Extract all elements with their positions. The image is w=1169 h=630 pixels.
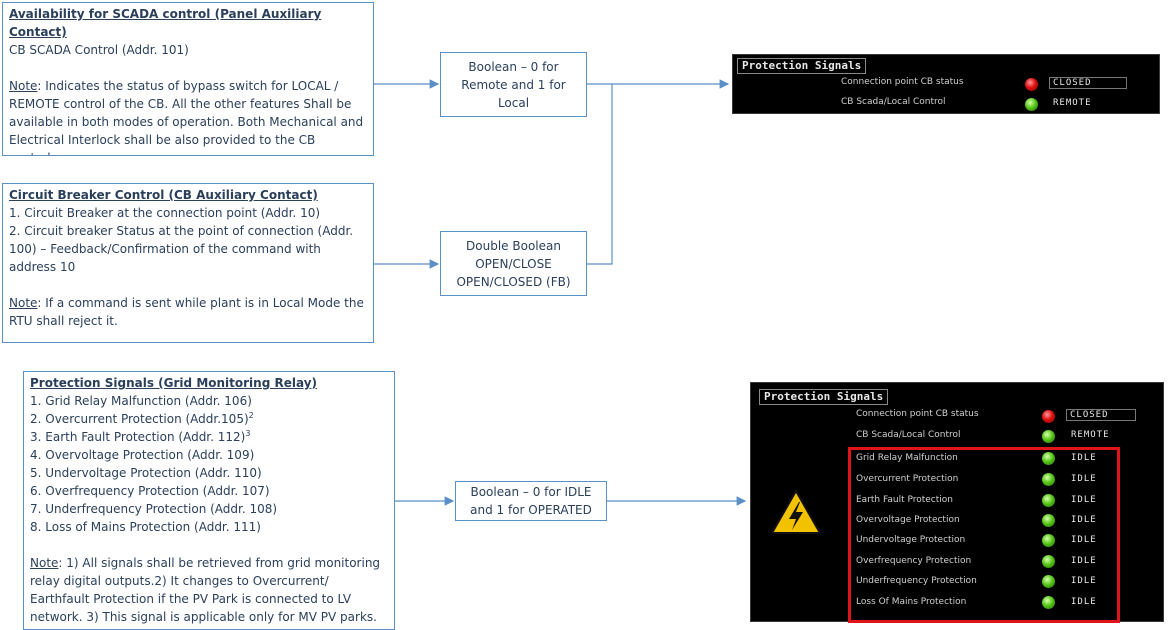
row-value: IDLE xyxy=(1071,495,1097,505)
row-value: IDLE xyxy=(1071,474,1097,484)
row-value: IDLE xyxy=(1071,597,1097,607)
status-led-green-icon xyxy=(1042,575,1055,588)
cb-control-box: Circuit Breaker Control (CB Auxiliary Co… xyxy=(2,183,374,343)
protection-signals-title: Protection Signals (Grid Monitoring Rela… xyxy=(30,376,318,390)
scada-availability-box: Availability for SCADA control (Panel Au… xyxy=(2,2,374,156)
boolean-idle-operated-box: Boolean – 0 for IDLE and 1 for OPERATED xyxy=(455,481,607,521)
panel-row: Loss Of Mains Protection xyxy=(856,597,966,607)
row-value: CLOSED xyxy=(1066,409,1136,421)
panel-row: Earth Fault Protection xyxy=(856,495,953,505)
row-value: IDLE xyxy=(1071,453,1097,463)
status-led-green-icon xyxy=(1042,494,1055,507)
cb-control-note: Note: If a command is sent while plant i… xyxy=(9,294,367,330)
boolean-remote-local-box: Boolean – 0 for Remote and 1 for Local xyxy=(440,52,587,117)
note-text: : 1) All signals shall be retrieved from… xyxy=(30,556,381,624)
protection-item: 8. Loss of Mains Protection (Addr. 111) xyxy=(30,520,261,534)
row-label: Overfrequency Protection xyxy=(856,556,972,566)
protection-item: 6. Overfrequency Protection (Addr. 107) xyxy=(30,484,270,498)
row-value: IDLE xyxy=(1071,556,1097,566)
double-boolean-box: Double Boolean OPEN/CLOSE OPEN/CLOSED (F… xyxy=(440,231,587,296)
row-label: Underfrequency Protection xyxy=(856,576,977,586)
cb-control-title: Circuit Breaker Control (CB Auxiliary Co… xyxy=(9,188,318,202)
open-close-line: OPEN/CLOSE xyxy=(475,256,552,271)
protection-item: 3. Earth Fault Protection (Addr. 112)3 xyxy=(30,428,388,446)
row-value: REMOTE xyxy=(1071,430,1110,440)
panel-row: Connection point CB status xyxy=(856,409,979,419)
protection-item: 4. Overvoltage Protection (Addr. 109) xyxy=(30,448,255,462)
row-value: CLOSED xyxy=(1049,77,1127,89)
protection-note: Note: 1) All signals shall be retrieved … xyxy=(30,554,388,626)
row-value: IDLE xyxy=(1071,576,1097,586)
status-led-green-icon xyxy=(1025,98,1038,111)
status-led-green-icon xyxy=(1042,473,1055,486)
high-voltage-warning-icon xyxy=(771,490,821,534)
status-led-green-icon xyxy=(1042,534,1055,547)
protection-item: 1. Grid Relay Malfunction (Addr. 106) xyxy=(30,394,252,408)
boolean-idle-operated-text: Boolean – 0 for IDLE and 1 for OPERATED xyxy=(470,485,592,517)
note-label: Note xyxy=(30,556,59,570)
protection-item: 5. Undervoltage Protection (Addr. 110) xyxy=(30,466,262,480)
protection-item: 7. Underfrequency Protection (Addr. 108) xyxy=(30,502,278,516)
protection-signals-panel-bottom: Protection Signals Connection point CB s… xyxy=(750,382,1164,623)
status-led-green-icon xyxy=(1042,430,1055,443)
scada-note: Note: Indicates the status of bypass swi… xyxy=(9,77,367,155)
double-boolean-line: Double Boolean xyxy=(466,238,561,253)
row-label: Undervoltage Protection xyxy=(856,535,966,545)
boolean-remote-local-text: Boolean – 0 for Remote and 1 for Local xyxy=(461,59,566,110)
cb-control-item-2: 2. Circuit breaker Status at the point o… xyxy=(9,224,354,274)
panel-row: Underfrequency Protection xyxy=(856,576,977,586)
scada-availability-title: Availability for SCADA control (Panel Au… xyxy=(9,7,322,39)
cb-control-item-1: 1. Circuit Breaker at the connection poi… xyxy=(9,206,321,220)
row-value: REMOTE xyxy=(1053,98,1092,108)
row-label: Overvoltage Protection xyxy=(856,515,960,525)
note-text: : If a command is sent while plant is in… xyxy=(9,296,364,328)
panel-row: Overvoltage Protection xyxy=(856,515,960,525)
status-led-red-icon xyxy=(1042,410,1055,423)
status-led-green-icon xyxy=(1042,596,1055,609)
panel-row: Overfrequency Protection xyxy=(856,556,971,566)
highlight-frame xyxy=(848,447,1120,623)
row-label: Overcurrent Protection xyxy=(856,474,959,484)
row-label: Grid Relay Malfunction xyxy=(856,453,958,463)
row-label: Earth Fault Protection xyxy=(856,495,953,505)
row-label: Connection point CB status xyxy=(841,77,964,87)
protection-signals-panel-top: Protection Signals Connection point CB s… xyxy=(732,54,1160,114)
merge-line xyxy=(587,83,613,265)
footnote-3: 3 xyxy=(245,429,251,438)
panel-row: CB Scada/Local Control xyxy=(856,430,960,440)
footnote-2: 2 xyxy=(248,411,254,420)
protection-item-text: 2. Overcurrent Protection (Addr.105) xyxy=(30,412,249,426)
row-value: IDLE xyxy=(1071,515,1097,525)
panel-row: Grid Relay Malfunction xyxy=(856,453,958,463)
row-label: Loss Of Mains Protection xyxy=(856,597,967,607)
scada-control-line: CB SCADA Control (Addr. 101) xyxy=(9,43,189,57)
status-led-red-icon xyxy=(1025,78,1038,91)
status-led-green-icon xyxy=(1042,555,1055,568)
row-label: CB Scada/Local Control xyxy=(841,97,946,107)
protection-signals-box: Protection Signals (Grid Monitoring Rela… xyxy=(23,371,395,630)
panel-row: CB Scada/Local Control xyxy=(841,97,945,107)
protection-item-text: 3. Earth Fault Protection (Addr. 112) xyxy=(30,430,246,444)
panel-row: Connection point CB status xyxy=(841,77,964,87)
row-label: Connection point CB status xyxy=(856,409,979,419)
status-led-green-icon xyxy=(1042,514,1055,527)
panel-row: Overcurrent Protection xyxy=(856,474,958,484)
panel-title: Protection Signals xyxy=(759,389,889,405)
panel-title: Protection Signals xyxy=(737,58,867,74)
panel-row: Undervoltage Protection xyxy=(856,535,965,545)
note-label: Note xyxy=(9,79,38,93)
note-text: : Indicates the status of bypass switch … xyxy=(9,79,364,155)
row-label: CB Scada/Local Control xyxy=(856,430,961,440)
row-value: IDLE xyxy=(1071,535,1097,545)
status-led-green-icon xyxy=(1042,452,1055,465)
open-closed-fb-line: OPEN/CLOSED (FB) xyxy=(456,274,571,289)
note-label: Note xyxy=(9,296,38,310)
protection-item: 2. Overcurrent Protection (Addr.105)2 xyxy=(30,410,388,428)
